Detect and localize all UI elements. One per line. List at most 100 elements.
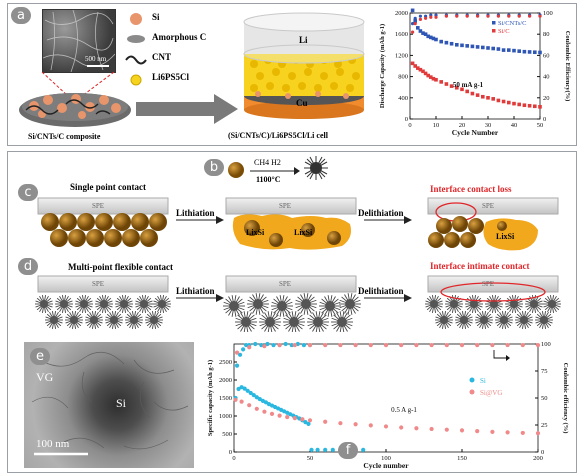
y-axis-label: Specific capacity (mAh g-1) xyxy=(207,360,214,436)
data-point xyxy=(413,22,417,26)
vg-particle xyxy=(35,295,53,313)
y2-tick-label: 20 xyxy=(543,95,550,102)
vg-particle xyxy=(465,295,483,313)
interface-intimate-contact: Interface intimate contact xyxy=(430,261,530,271)
spe-label-d3: SPE xyxy=(482,280,495,288)
vg-core xyxy=(139,299,149,309)
data-point xyxy=(507,100,511,105)
data-point xyxy=(517,14,521,18)
data-point xyxy=(505,342,510,348)
y-tick-label: 400 xyxy=(398,95,408,102)
data-point xyxy=(414,426,419,431)
vg-core xyxy=(547,299,557,309)
data-point xyxy=(533,50,537,55)
data-point xyxy=(416,26,420,30)
data-point xyxy=(444,342,449,348)
vg-core xyxy=(345,299,355,309)
vg-particle xyxy=(247,293,269,315)
data-point xyxy=(439,39,443,44)
data-point xyxy=(301,342,307,348)
data-point xyxy=(455,43,459,47)
data-point xyxy=(251,393,256,398)
x-axis-label: Cycle number xyxy=(363,461,409,470)
data-point xyxy=(338,421,343,426)
data-point xyxy=(413,64,417,68)
data-point xyxy=(517,49,521,53)
data-point xyxy=(410,8,415,13)
vg-particle xyxy=(223,295,245,317)
vg-core xyxy=(509,299,519,309)
data-point xyxy=(289,342,294,348)
data-point xyxy=(399,425,404,430)
series-si-vg xyxy=(233,397,541,436)
data-point xyxy=(491,97,495,101)
data-point xyxy=(399,342,404,348)
series-si-cnts-c xyxy=(410,8,542,55)
spe-label-c1: SPE xyxy=(92,202,105,210)
data-point xyxy=(383,342,389,348)
y2-tick-label: 60 xyxy=(543,52,550,59)
data-point xyxy=(429,426,434,432)
vg-particle xyxy=(45,311,63,329)
vg-particle xyxy=(115,295,133,313)
vg-particle xyxy=(283,311,305,332)
spe-label-c2: SPE xyxy=(279,202,292,210)
vg-core xyxy=(289,317,299,327)
data-point xyxy=(486,46,490,50)
data-point xyxy=(528,14,532,18)
x-tick-label: 50 xyxy=(307,455,314,462)
data-point xyxy=(475,93,480,97)
vg-core xyxy=(529,299,539,309)
data-point xyxy=(444,14,448,18)
vg-core xyxy=(109,315,119,325)
x-tick-label: 0 xyxy=(232,455,235,462)
data-point xyxy=(434,77,438,82)
x-tick-label: 50 xyxy=(537,122,544,129)
y-tick-label: 1600 xyxy=(395,31,408,38)
data-point xyxy=(535,342,541,348)
data-point xyxy=(444,40,449,45)
data-point xyxy=(520,430,525,436)
y-tick-label: 0 xyxy=(405,116,408,123)
vg-core xyxy=(301,299,311,309)
data-point xyxy=(434,15,438,19)
reaction-gases: CH4 H2 xyxy=(254,158,281,167)
data-point xyxy=(248,390,253,396)
vg-particle xyxy=(515,311,533,329)
y-tick-label: 0 xyxy=(229,449,232,456)
y2-tick-label: 25 xyxy=(541,422,548,429)
vg-particle xyxy=(307,311,329,332)
vg-core xyxy=(99,299,109,309)
y-tick-label: 1200 xyxy=(395,52,408,59)
interface-contact-loss: Interface contact loss xyxy=(430,184,512,194)
data-point xyxy=(253,341,258,347)
panel-letter-a: a xyxy=(11,7,31,24)
data-point xyxy=(496,14,500,18)
x-axis-label: Cycle Number xyxy=(452,128,499,137)
y-tick-label: 2000 xyxy=(395,10,408,17)
x-tick-label: 40 xyxy=(511,122,518,129)
si-particle-icon xyxy=(228,162,244,178)
data-point xyxy=(257,396,262,402)
data-point xyxy=(368,342,373,348)
data-point xyxy=(481,45,485,50)
data-point xyxy=(431,36,436,41)
data-point xyxy=(490,342,495,348)
tem-scale-bar: 100 nm xyxy=(36,438,70,450)
plot-frame xyxy=(233,343,539,453)
x-tick-label: 200 xyxy=(533,455,543,462)
data-point xyxy=(265,341,270,347)
data-point xyxy=(538,50,542,55)
data-point xyxy=(263,400,269,405)
vg-particle xyxy=(75,295,93,313)
data-point xyxy=(306,421,311,427)
data-point xyxy=(501,48,506,52)
y2-tick-label: 75 xyxy=(541,368,548,375)
vg-core xyxy=(449,299,459,309)
y2-tick-label: 0 xyxy=(543,116,546,123)
data-point xyxy=(460,87,464,92)
data-point xyxy=(512,101,516,106)
panel-letter-c: c xyxy=(18,184,38,201)
data-point xyxy=(338,342,343,348)
vg-core xyxy=(313,317,323,327)
